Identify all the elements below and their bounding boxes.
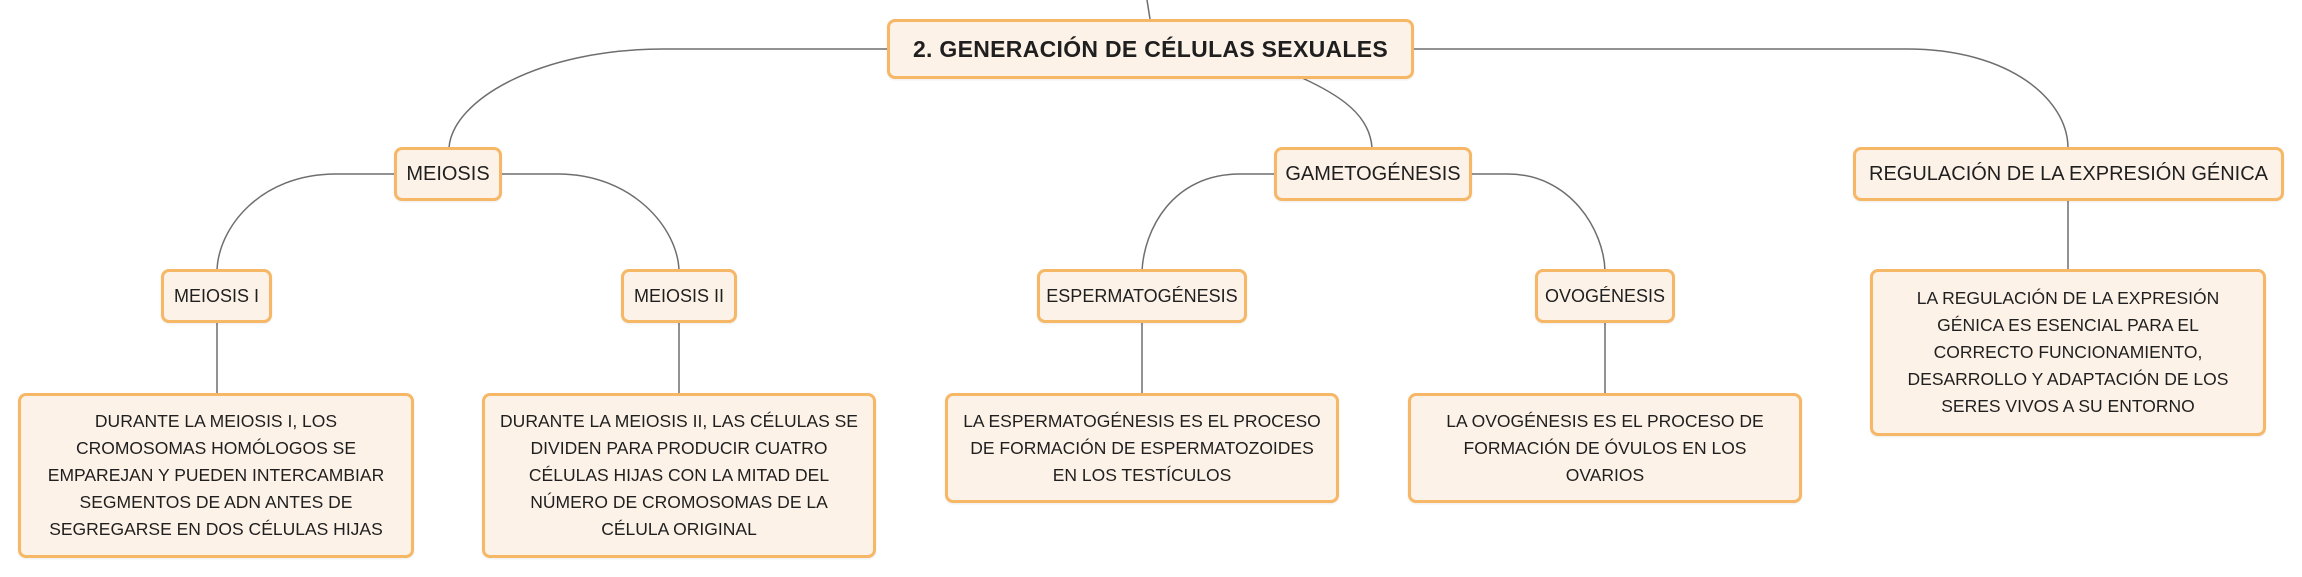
meiosis-2-label: Meiosis II [633, 285, 725, 306]
meiosis-2-node[interactable]: Meiosis II [621, 269, 737, 323]
connector-meiosis-meiosis2 [502, 173, 680, 272]
regulacion-node[interactable]: Regulación de la expresión génica [1853, 147, 2284, 201]
gametogenesis-node[interactable]: Gametogénesis [1274, 147, 1472, 201]
meiosis-1-description[interactable]: Durante la meiosis I, los cromosomas hom… [18, 393, 414, 558]
connector-gametogenesis-espermatogenesis [1141, 173, 1276, 272]
root-node[interactable]: 2. Generación de células sexuales [887, 19, 1414, 79]
regulacion-label: Regulación de la expresión génica [1869, 162, 2268, 185]
espermatogenesis-node[interactable]: Espermatogénesis [1037, 269, 1247, 323]
ovogenesis-label: Ovogénesis [1544, 285, 1666, 306]
regulacion-description[interactable]: La regulación de la expresión génica es … [1870, 269, 2266, 436]
meiosis-2-description[interactable]: Durante la meiosis II, las células se di… [482, 393, 876, 558]
meiosis-node[interactable]: Meiosis [394, 147, 502, 201]
regulacion-description-text: La regulación de la expresión génica es … [1907, 288, 2229, 416]
espermatogenesis-label: Espermatogénesis [1046, 285, 1238, 306]
ovogenesis-description-text: La ovogénesis es el proceso de formación… [1446, 410, 1764, 485]
connector-gametogenesis-ovogenesis [1470, 173, 1606, 272]
meiosis-label: Meiosis [406, 162, 490, 185]
connector-root-regulacion [1413, 48, 2069, 149]
root-incoming-connector [1146, 0, 1151, 20]
espermatogenesis-description-text: La espermatogénesis es el proceso de for… [963, 410, 1321, 485]
meiosis-1-label: Meiosis I [173, 285, 260, 306]
ovogenesis-description[interactable]: La ovogénesis es el proceso de formación… [1408, 393, 1802, 503]
connector-meiosis-meiosis1 [216, 173, 396, 272]
ovogenesis-node[interactable]: Ovogénesis [1535, 269, 1675, 323]
connector-root-gametogenesis [1299, 76, 1373, 149]
meiosis-1-node[interactable]: Meiosis I [161, 269, 272, 323]
root-label: 2. Generación de células sexuales [912, 35, 1389, 62]
meiosis-1-description-text: Durante la meiosis I, los cromosomas hom… [47, 411, 385, 539]
gametogenesis-label: Gametogénesis [1285, 162, 1461, 185]
meiosis-2-description-text: Durante la meiosis II, las células se di… [500, 411, 858, 539]
connector-root-meiosis [448, 48, 887, 149]
espermatogenesis-description[interactable]: La espermatogénesis es el proceso de for… [945, 393, 1339, 503]
